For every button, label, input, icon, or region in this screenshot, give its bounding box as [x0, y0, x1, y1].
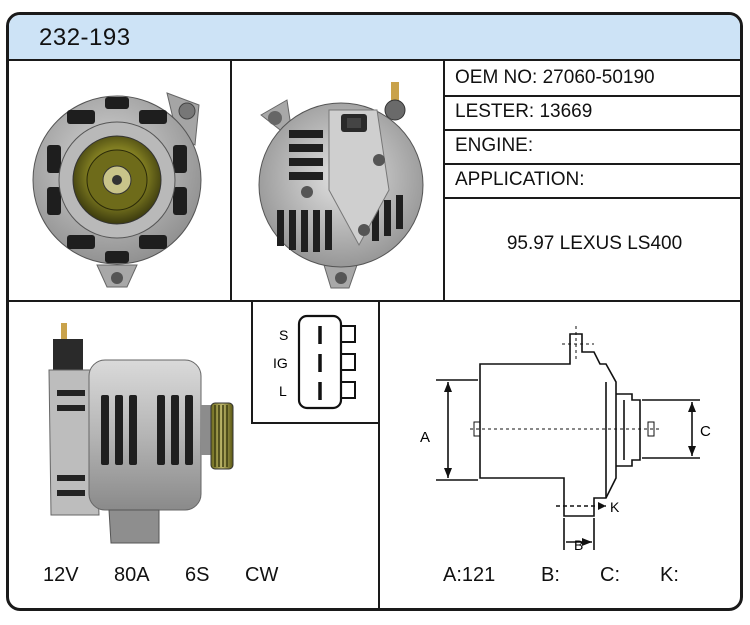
- connector-diagram: S IG L: [273, 314, 356, 410]
- dim-value-c: C:: [600, 564, 620, 586]
- spec-voltage: 12V: [43, 564, 79, 586]
- info-application: APPLICATION:: [455, 169, 585, 190]
- dim-label-a: A: [420, 429, 430, 446]
- divider-info-2: [443, 129, 740, 131]
- divider-connector: [251, 422, 379, 424]
- divider-info-4: [443, 197, 740, 199]
- divider-top-2: [443, 61, 445, 301]
- dimension-drawing: A C B K: [420, 326, 711, 552]
- info-oem: OEM NO: 27060-50190: [455, 67, 655, 88]
- divider-bottom-1: [251, 300, 253, 424]
- alternator-side-photo: [48, 323, 234, 544]
- dim-label-b: B: [574, 537, 583, 552]
- alternator-rear-photo: [258, 82, 424, 289]
- dim-value-a: A:121: [443, 564, 496, 586]
- divider-middle: [9, 300, 740, 302]
- application-value: 95.97 LEXUS LS400: [506, 233, 683, 254]
- product-sheet: 232-193 OEM NO: 27060-50190 LESTER: 1366…: [6, 12, 743, 611]
- info-lester: LESTER: 13669: [455, 101, 593, 122]
- dim-label-c: C: [700, 423, 711, 440]
- alternator-front-photo: [32, 92, 202, 288]
- divider-info-1: [443, 95, 740, 97]
- dim-value-b: B:: [541, 564, 560, 586]
- connector-pin-s: S: [279, 327, 288, 343]
- dim-label-k: K: [610, 499, 620, 515]
- spec-amperage: 80A: [114, 564, 150, 586]
- spec-pulley: 6S: [185, 564, 210, 586]
- spec-rotation: CW: [245, 564, 279, 586]
- info-engine: ENGINE:: [455, 135, 534, 156]
- part-number: 232-193: [39, 24, 131, 51]
- connector-pin-l: L: [279, 383, 287, 399]
- title-bar: 232-193: [9, 15, 740, 61]
- connector-pin-ig: IG: [273, 355, 288, 371]
- divider-info-3: [443, 163, 740, 165]
- divider-bottom-2: [378, 300, 380, 608]
- divider-top-1: [230, 61, 232, 301]
- dim-value-k: K:: [660, 564, 679, 586]
